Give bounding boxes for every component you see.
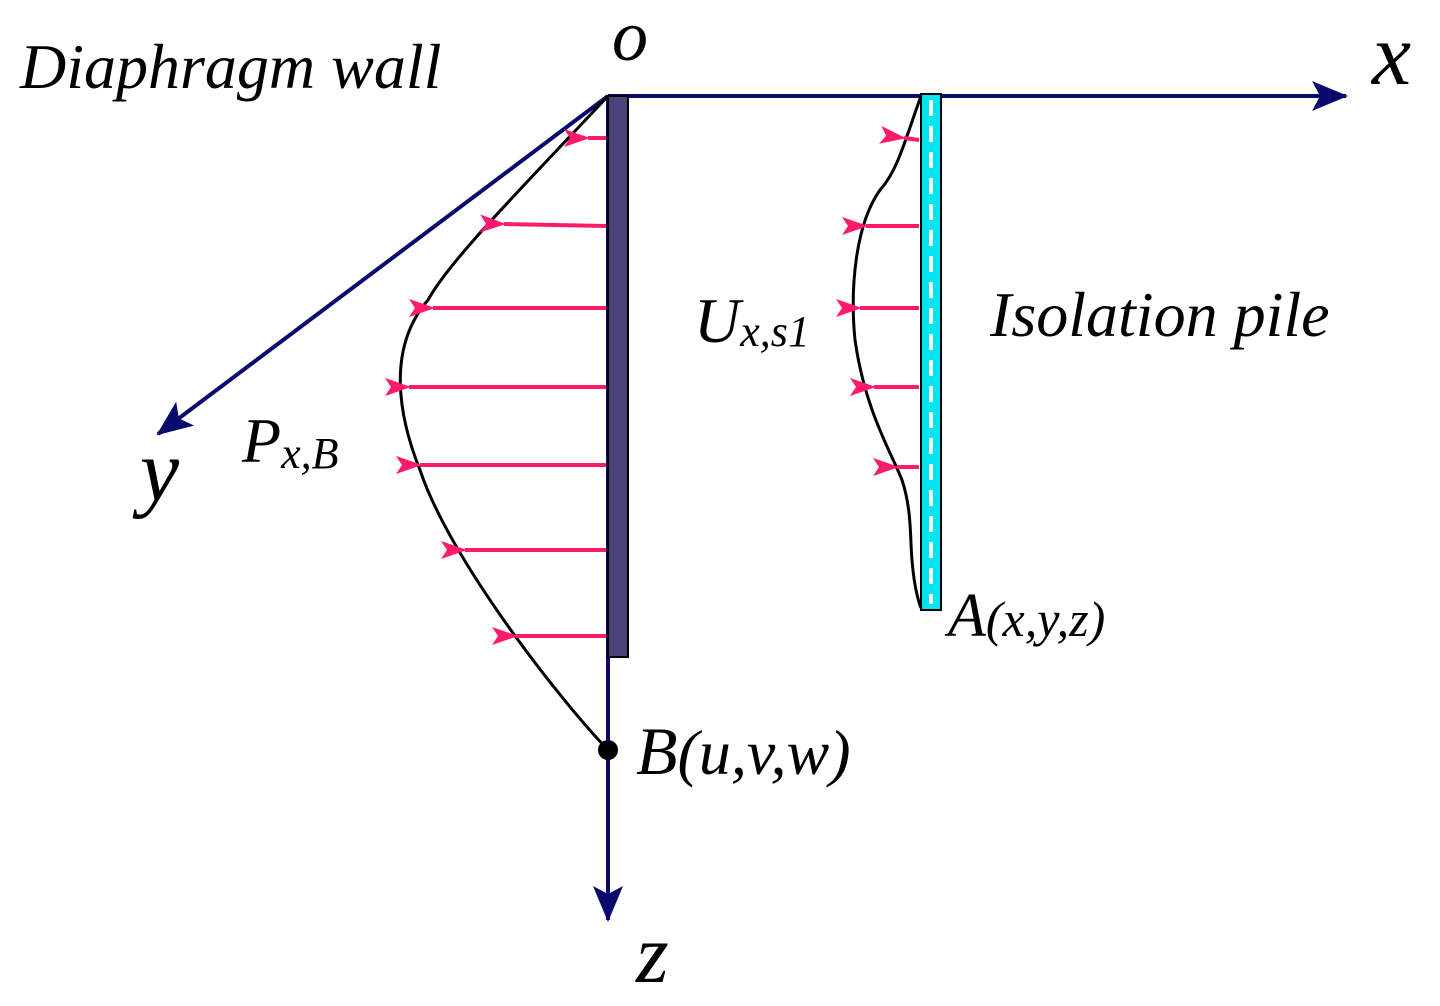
- point-a-letter: A: [944, 582, 987, 650]
- point-b-coords: (u,v,w): [678, 717, 851, 788]
- displacement-curve-u: [851, 95, 923, 609]
- diaphragm-wall-label: Diaphragm wall: [19, 31, 441, 102]
- y-axis: [156, 94, 610, 436]
- point-b-letter: B: [636, 713, 678, 789]
- point-a-label: A(x,y,z): [944, 582, 1105, 650]
- displacement-subscript: x,s1: [739, 307, 810, 356]
- point-b-label: B(u,v,w): [636, 713, 851, 789]
- isolation-pile: [920, 93, 942, 611]
- pressure-subscript: x,B: [280, 429, 338, 478]
- x-axis-label: x: [1370, 7, 1411, 104]
- pressure-arrow: [479, 214, 607, 233]
- pressure-label: Px,B: [241, 405, 339, 478]
- pressure-curve-p: [398, 94, 610, 752]
- y-axis-label: y: [132, 423, 180, 520]
- point-b-marker: [598, 740, 618, 760]
- pressure-arrows-p: [385, 129, 607, 645]
- pressure-main: P: [241, 405, 281, 476]
- z-axis-label: z: [635, 908, 669, 1001]
- isolation-pile-label: Isolation pile: [989, 279, 1330, 350]
- displacement-arrows-u: [836, 125, 920, 476]
- displacement-main: U: [694, 285, 744, 356]
- point-a-coords: (x,y,z): [986, 591, 1105, 647]
- displacement-arrow: [879, 125, 920, 144]
- diaphragm-wall: [607, 95, 629, 658]
- displacement-label: Ux,s1: [694, 285, 810, 356]
- origin-label: o: [612, 0, 648, 76]
